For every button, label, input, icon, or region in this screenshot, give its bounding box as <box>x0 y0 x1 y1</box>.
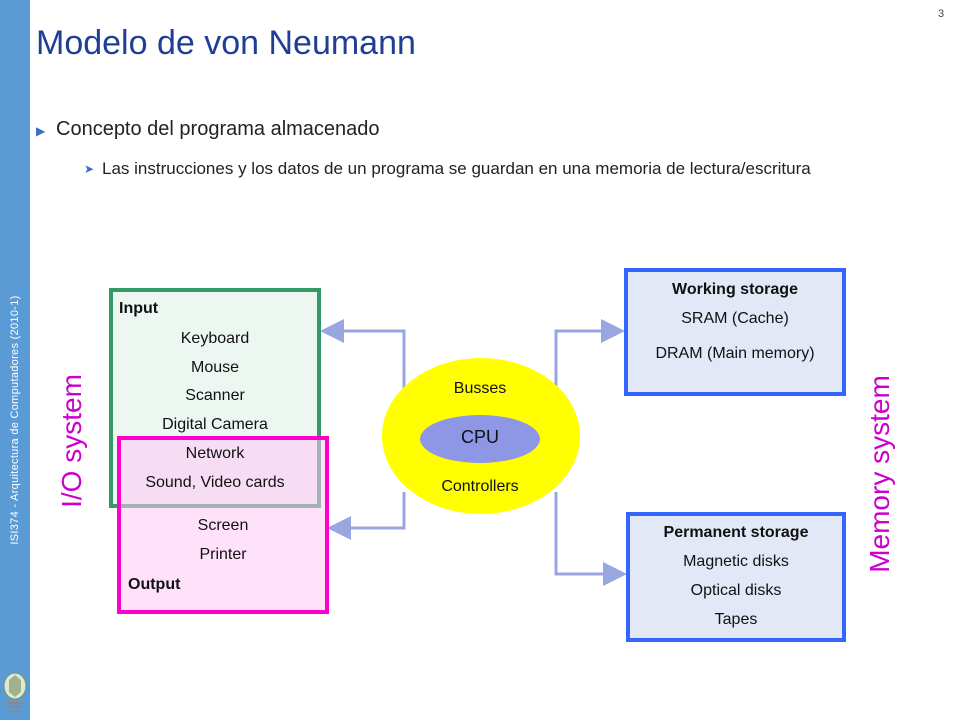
input-item: Network <box>185 445 245 462</box>
bullet-arrow-icon: ➤ <box>84 162 95 176</box>
permanent-storage-item: Optical disks <box>690 582 782 599</box>
bullet-text: Las instrucciones y los datos de un prog… <box>102 159 811 178</box>
connector-to-permanent-storage <box>554 492 627 586</box>
permanent-storage-box <box>626 512 846 642</box>
bullet-text: Concepto del programa almacenado <box>56 118 380 140</box>
connector-to-input <box>320 319 406 402</box>
university-seal-icon <box>3 672 27 712</box>
controllers-label: Controllers <box>441 478 519 495</box>
output-box <box>117 436 329 614</box>
memory-system-label: Memory system <box>864 375 895 573</box>
cpu-ellipse <box>420 415 540 463</box>
bullet-level-1: ▶ Concepto del programa almacenado <box>36 118 380 141</box>
permanent-storage-heading: Permanent storage <box>663 524 809 541</box>
working-storage-heading: Working storage <box>672 281 798 298</box>
slide-number: 3 <box>938 8 945 20</box>
sidebar-strip <box>0 0 30 720</box>
output-item: Printer <box>199 546 247 563</box>
connector-to-working-storage <box>554 319 625 400</box>
cpu-label: CPU <box>460 427 500 447</box>
working-storage-box <box>624 268 846 396</box>
output-heading: Output <box>128 576 181 593</box>
input-item: Mouse <box>190 359 240 376</box>
bullet-arrow-icon: ▶ <box>36 124 46 138</box>
io-system-label: I/O system <box>56 374 87 508</box>
input-item: Scanner <box>185 387 245 404</box>
working-storage-item: DRAM (Main memory) <box>655 345 815 362</box>
permanent-storage-item: Tapes <box>714 611 758 628</box>
output-item: Screen <box>197 517 249 534</box>
permanent-storage-item: Magnetic disks <box>683 553 789 570</box>
input-item: Keyboard <box>180 330 250 347</box>
slide-title: Modelo de von Neumann <box>36 24 416 62</box>
input-item: Digital Camera <box>162 416 268 433</box>
connector-to-output <box>327 492 406 540</box>
input-heading: Input <box>119 300 159 317</box>
busses-label: Busses <box>453 380 507 397</box>
bullet-level-2: ➤ Las instrucciones y los datos de un pr… <box>84 156 884 182</box>
input-item: Sound, Video cards <box>145 474 285 491</box>
working-storage-item: SRAM (Cache) <box>681 310 789 327</box>
